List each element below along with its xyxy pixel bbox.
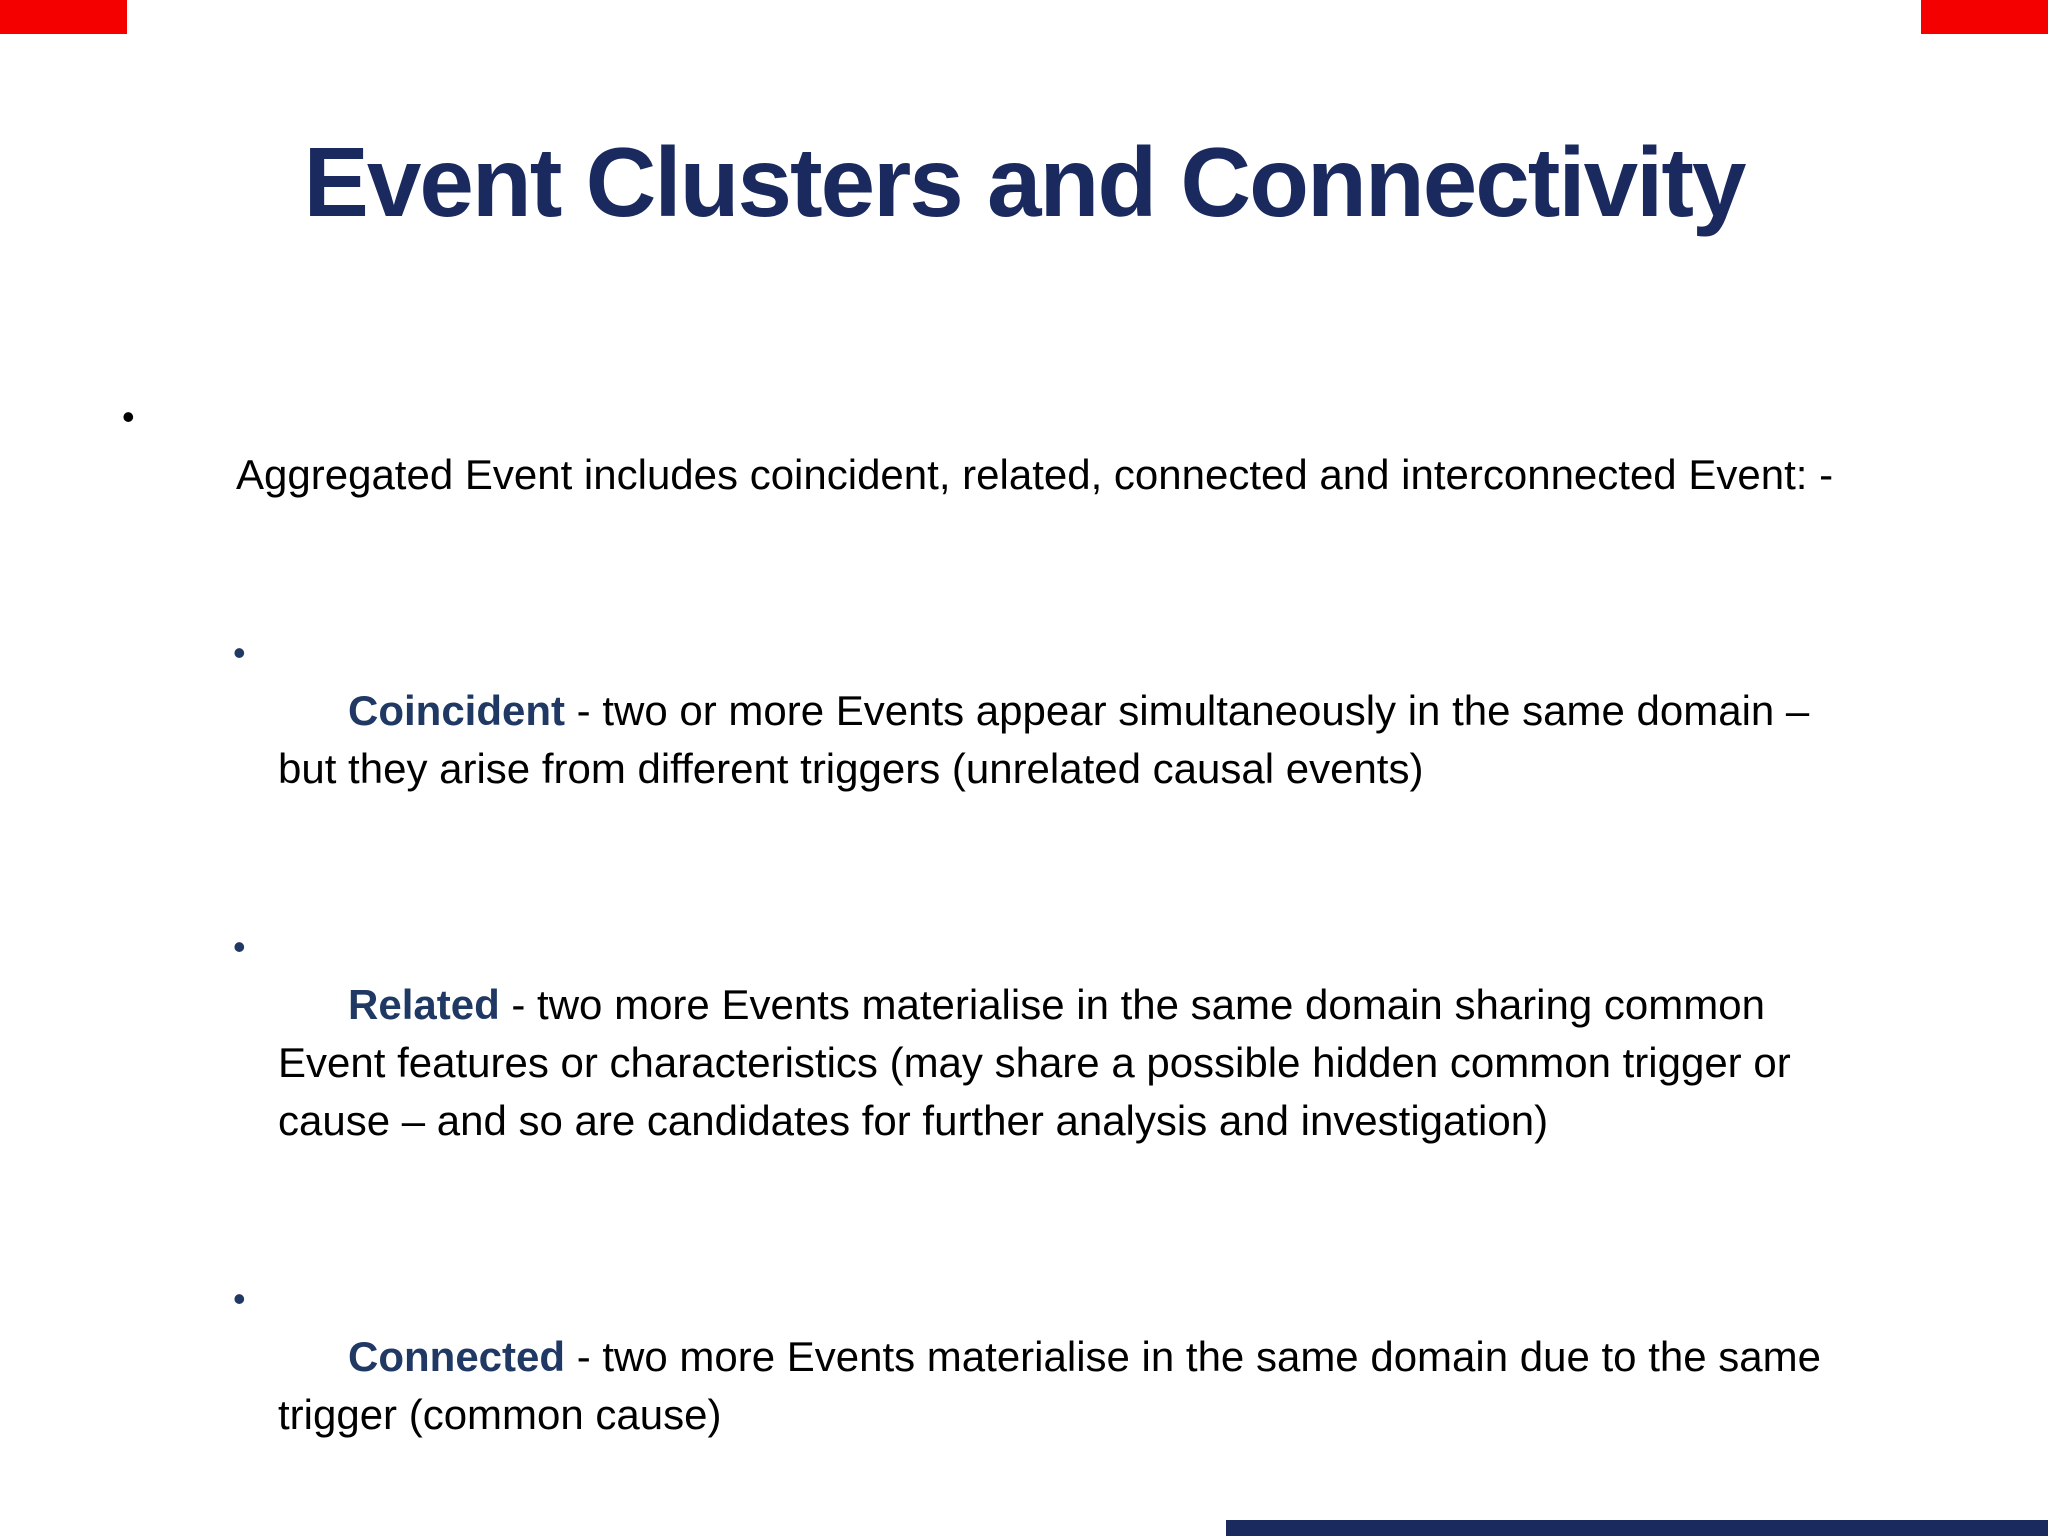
bullet-keyword: Coincident <box>348 687 566 734</box>
bullet-dot: • <box>233 926 246 967</box>
bullet-item-aggregated: • Aggregated Event includes coincident, r… <box>0 388 2048 562</box>
bullet-item-related: • Related - two more Events materialise i… <box>0 918 2048 1208</box>
bullet-text: Aggregated Event includes coincident, re… <box>236 451 1834 498</box>
bullet-item-coincident: • Coincident - two or more Events appear … <box>0 624 2048 856</box>
footer-bar <box>1226 1520 2048 1536</box>
slide-title: Event Clusters and Connectivity <box>303 127 1746 237</box>
bullet-dot: • <box>122 396 135 437</box>
bullet-text: - two more Events materialise in the sam… <box>278 981 1791 1144</box>
red-corner-bar-right <box>1921 0 2048 34</box>
bullet-dot: • <box>233 1278 246 1319</box>
bullet-keyword: Related <box>348 981 500 1028</box>
bullet-list: • Aggregated Event includes coincident, r… <box>0 388 2048 1536</box>
bullet-text: - two more Events materialise in the sam… <box>278 1333 1821 1438</box>
bullet-item-connected: • Connected - two more Events materialise… <box>0 1270 2048 1502</box>
bullet-keyword: Connected <box>348 1333 566 1380</box>
bullet-text: - two or more Events appear simultaneous… <box>278 687 1810 792</box>
red-corner-bar-left <box>0 0 127 34</box>
bullet-dot: • <box>233 632 246 673</box>
